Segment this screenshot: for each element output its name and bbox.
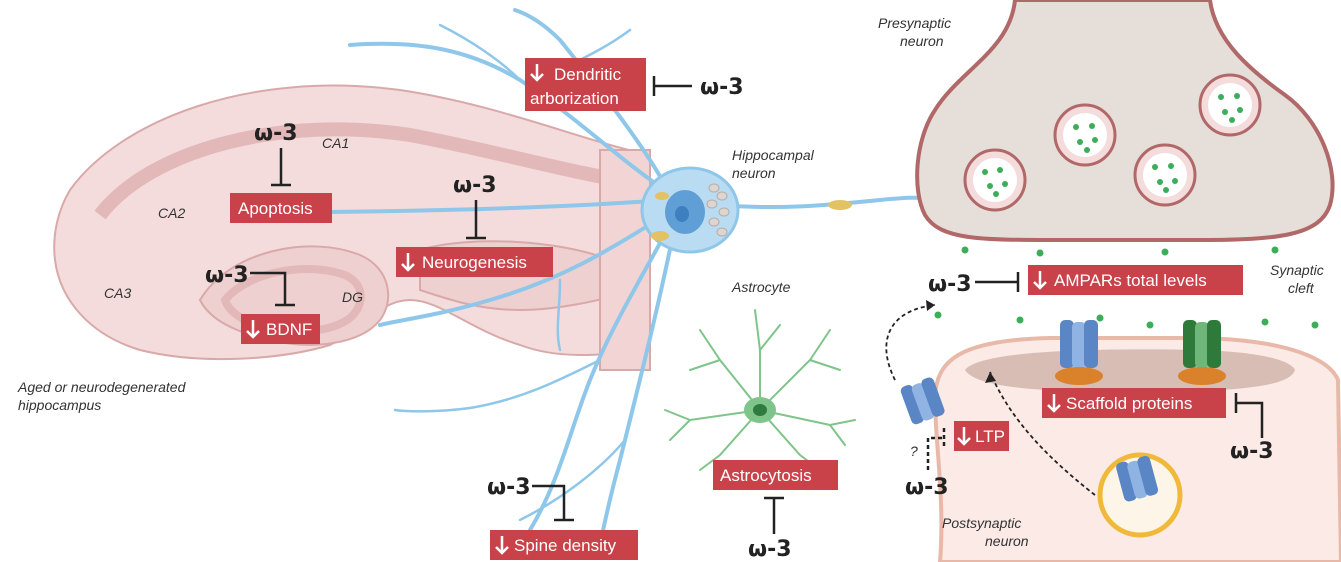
postsynaptic-caption-line2: neuron <box>985 533 1029 549</box>
label-ampars: AMPARs total levels <box>1028 265 1243 295</box>
synaptic-vesicle-2 <box>1055 105 1115 165</box>
aged-hippocampus-caption-line2: hippocampus <box>18 397 101 413</box>
ampa-receptor-blue-membrane <box>1055 320 1103 385</box>
astrocyte-nucleus <box>753 404 767 416</box>
ampa-receptor-green-membrane <box>1178 320 1226 385</box>
synaptic-vesicle-1 <box>965 150 1025 210</box>
omega3-ampars: ω-3 <box>928 272 1018 297</box>
region-ca3: CA3 <box>104 285 131 301</box>
neuron-nucleolus <box>675 206 689 222</box>
question-mark: ? <box>910 443 918 459</box>
svg-text:Neurogenesis: Neurogenesis <box>422 253 527 272</box>
svg-text:ω-3: ω-3 <box>748 537 792 562</box>
postsynaptic-density <box>965 349 1295 392</box>
label-scaffold-proteins: Scaffold proteins <box>1042 388 1226 418</box>
trafficking-arrowhead-1 <box>926 300 935 311</box>
astrocyte-process-3 <box>760 330 840 410</box>
region-ca1: CA1 <box>322 135 349 151</box>
svg-text:ω-3: ω-3 <box>700 75 744 100</box>
omega3-astrocytosis: ω-3 <box>748 498 792 562</box>
svg-text:ω-3: ω-3 <box>453 173 497 198</box>
synaptic-cleft-caption-line2: cleft <box>1288 280 1315 296</box>
label-ltp: LTP <box>954 421 1009 451</box>
region-ca2: CA2 <box>158 205 185 221</box>
mitochondrion-axon <box>828 200 852 210</box>
svg-text:LTP: LTP <box>975 427 1005 446</box>
omega3-dendritic: ω-3 <box>654 75 744 100</box>
svg-text:Apoptosis: Apoptosis <box>238 199 313 218</box>
astrocyte-illustration <box>665 310 855 470</box>
synaptic-cleft-caption-line1: Synaptic <box>1270 262 1324 278</box>
svg-text:ω-3: ω-3 <box>254 121 298 146</box>
svg-text:Astrocytosis: Astrocytosis <box>720 466 812 485</box>
svg-text:arborization: arborization <box>530 89 619 108</box>
svg-text:AMPARs total levels: AMPARs total levels <box>1054 271 1207 290</box>
hippocampal-neuron-caption-line2: neuron <box>732 165 776 181</box>
label-astrocytosis: Astrocytosis <box>713 460 838 490</box>
mitochondrion-2 <box>651 231 669 241</box>
region-dg: DG <box>342 289 363 305</box>
presynaptic-caption-line2: neuron <box>900 33 944 49</box>
synaptic-vesicle-4 <box>1200 75 1260 135</box>
svg-text:Dendritic: Dendritic <box>554 65 622 84</box>
svg-text:BDNF: BDNF <box>266 320 312 339</box>
hippocampal-neuron-caption-line1: Hippocampal <box>732 147 815 163</box>
svg-text:ω-3: ω-3 <box>487 475 531 500</box>
svg-text:Spine density: Spine density <box>514 536 617 555</box>
dendrite-lower-branch2 <box>395 360 600 411</box>
label-apoptosis: Apoptosis <box>230 193 332 223</box>
astrocyte-caption: Astrocyte <box>731 279 791 295</box>
mitochondrion-1 <box>655 192 669 200</box>
label-bdnf: BDNF <box>241 314 320 344</box>
presynaptic-caption-line1: Presynaptic <box>878 15 951 31</box>
label-dendritic-arborization: Dendritic arborization <box>525 58 646 111</box>
svg-text:ω-3: ω-3 <box>205 263 249 288</box>
svg-text:ω-3: ω-3 <box>905 475 949 500</box>
svg-text:Scaffold proteins: Scaffold proteins <box>1066 394 1192 413</box>
astrocyte-process-1 <box>690 330 760 410</box>
svg-text:ω-3: ω-3 <box>1230 439 1274 464</box>
label-neurogenesis: Neurogenesis <box>396 247 553 277</box>
endosome-with-receptor <box>1100 455 1180 535</box>
aged-hippocampus-caption-line1: Aged or neurodegenerated <box>17 379 187 395</box>
trafficking-arrow-to-membrane <box>886 305 935 380</box>
svg-text:ω-3: ω-3 <box>928 272 972 297</box>
presynaptic-terminal <box>917 0 1332 240</box>
postsynaptic-caption-line1: Postsynaptic <box>942 515 1021 531</box>
hippocampus-illustration: CA1 CA2 CA3 DG <box>54 86 650 370</box>
label-spine-density: Spine density <box>490 530 638 560</box>
synaptic-vesicle-3 <box>1135 145 1195 205</box>
